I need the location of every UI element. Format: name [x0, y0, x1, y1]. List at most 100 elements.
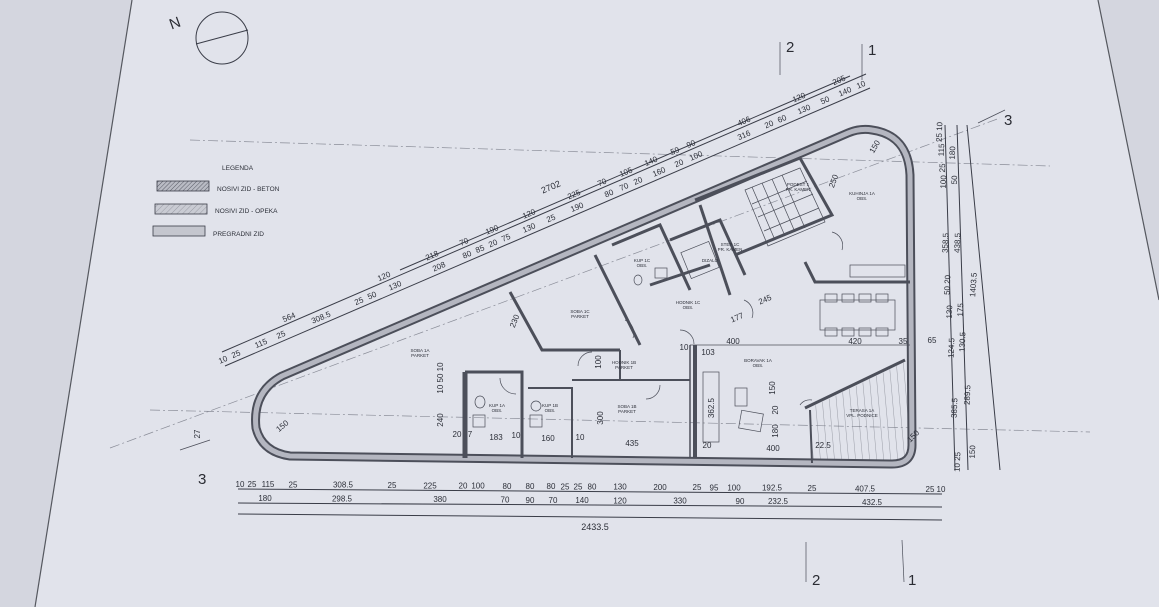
dimension-label: 25	[938, 163, 947, 173]
dimension-label: 10	[680, 343, 689, 352]
dimension-label: 200	[653, 483, 667, 492]
dimension-label: 380	[433, 495, 447, 504]
dimension-label: 289.5	[963, 384, 973, 405]
dimension-label: 232.5	[768, 497, 789, 506]
dimension-label: 10 25	[953, 451, 963, 472]
dimension-label: 35	[899, 337, 908, 346]
legend-label-opeka: NOSIVI ZID - OPEKA	[215, 208, 278, 215]
dimension-label: 70	[618, 181, 630, 193]
room-finish: PARKET	[571, 314, 589, 319]
room-finish: OBS.	[492, 408, 503, 413]
dimension-label: 10	[236, 480, 245, 489]
paper-edge-right	[1097, 0, 1159, 301]
dimension-label: 90	[736, 497, 745, 506]
dimension-label: 50 20	[943, 274, 953, 295]
room-name: SOBA 1A	[410, 348, 429, 353]
room-finish: OBS.	[545, 408, 556, 413]
room-finish: PARKET	[615, 365, 633, 370]
dimension-label: 420	[848, 337, 862, 346]
dimension-label: 25	[574, 482, 583, 491]
dimension-label: 10	[512, 431, 521, 440]
dimension-label: 150	[968, 445, 977, 459]
dimension-label: 90	[526, 496, 535, 505]
dimension-label: 175	[956, 303, 965, 317]
dimension-label: 59	[669, 145, 681, 157]
dimension-label: 20	[632, 175, 644, 187]
dimension-label: 160	[541, 434, 555, 443]
legend-swatch-beton	[156, 180, 210, 192]
dimension-label: 95	[710, 483, 719, 492]
dimension-label: 10	[217, 354, 229, 366]
dimension-label: 70	[458, 236, 470, 248]
door-swings	[499, 231, 843, 406]
room-finish: PR. KAMEN	[786, 187, 811, 192]
terrace-floor	[810, 362, 910, 463]
room-name: HODNIK 1B	[612, 360, 636, 365]
room-name: BORAVAK 1A	[744, 358, 772, 363]
dimension-label: 10 50 10	[436, 362, 445, 394]
dimension-label: 25	[561, 482, 570, 491]
dimension-label: 124.5	[947, 337, 957, 358]
room-name: STEP 1C	[721, 242, 740, 247]
legend-label-beton: NOSIVI ZID - BETON	[217, 186, 280, 193]
dimension-label: 20	[673, 157, 685, 169]
room-name: DIZALO	[702, 258, 719, 263]
dimension-label: 20	[487, 237, 499, 249]
dimension-label: 25	[230, 348, 242, 360]
dimension-label: 50	[366, 290, 378, 302]
legend-swatch-pregradni	[152, 225, 206, 237]
dimension-label: 25	[388, 481, 397, 490]
dimension-label: 240	[436, 413, 445, 427]
room-finish: PARKET	[411, 353, 429, 358]
dimension-label: 25 10	[935, 121, 945, 142]
dimension-label: 150	[768, 381, 777, 395]
paper-edge-left	[34, 0, 133, 607]
dimension-label: 25	[353, 295, 365, 307]
room-name: KUP 1B	[542, 403, 558, 408]
dimension-lines	[221, 73, 1001, 521]
dimension-label: 180	[258, 494, 272, 503]
dimension-label: 50	[950, 175, 959, 185]
dimension-label: 300	[596, 411, 605, 425]
interior-walls	[462, 156, 910, 464]
dimension-label: 60	[776, 113, 788, 125]
dimension-label: 115	[262, 480, 275, 489]
room-name: HODNIK 1C	[676, 300, 701, 305]
room-name: KUP 1C	[634, 258, 651, 263]
dimension-label: 140	[575, 496, 589, 505]
room-name: KUHINJA 1A	[849, 191, 875, 196]
dimension-label: 80	[503, 482, 512, 491]
dimension-label: 25	[545, 212, 557, 224]
dimension-label: 20	[771, 405, 780, 414]
dimension-label: 400	[726, 337, 740, 346]
dimension-label: 10	[576, 433, 585, 442]
room-name: SOBA 1B	[617, 404, 636, 409]
dimension-label: 130.5	[958, 331, 968, 352]
dimension-label: 100	[939, 175, 948, 189]
room-finish: PARKET	[618, 409, 636, 414]
dimension-label: 432.5	[862, 498, 883, 507]
dimension-label: 20	[703, 441, 712, 450]
dimension-label: 7	[468, 430, 473, 439]
dimension-label: 103	[701, 348, 715, 357]
dimension-label: 85	[474, 243, 486, 255]
dimension-label: 100	[471, 482, 485, 491]
elevator-shaft	[680, 240, 720, 280]
legend-label-pregradni: PREGRADNI ZID	[213, 231, 264, 238]
dimension-label: 435	[625, 439, 639, 448]
dimension-label: 27	[193, 429, 202, 438]
dimension-label: 120	[613, 496, 627, 505]
dimension-label: 180	[948, 146, 957, 160]
room-finish: OBS.	[683, 305, 694, 310]
dimension-label: 100	[727, 483, 741, 492]
dimension-total-label: 1403.5	[968, 272, 979, 298]
dimension-label: 50	[819, 94, 831, 106]
bathroom-fixtures	[472, 264, 906, 428]
dimension-label: 100	[594, 355, 603, 369]
dimension-label: 250	[827, 173, 840, 189]
dimension-label: 308.5	[333, 481, 354, 490]
exterior-wall-core	[253, 126, 915, 467]
section-marker-3-left: 3	[198, 471, 206, 488]
room-finish: OBS.	[857, 196, 868, 201]
